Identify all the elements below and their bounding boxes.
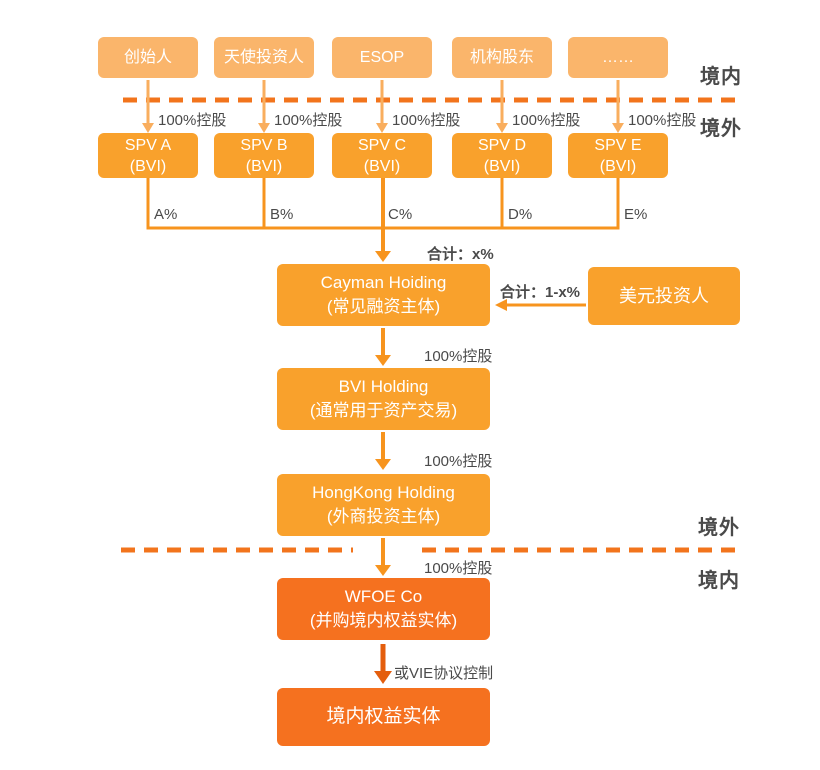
box-institutional-shareholder: 机构股东 [452,37,552,78]
control-label-5: 100%控股 [628,112,697,129]
box-spv-a: SPV A (BVI) [98,133,198,178]
control-label-4: 100%控股 [512,112,581,129]
box-hongkong-holding-name: HongKong Holding [312,483,455,502]
shareholder-arrows [142,80,624,133]
control-label-hongkong-wfoe: 100%控股 [424,560,493,577]
box-hongkong-holding: HongKong Holding (外商投资主体) [277,474,490,536]
arrowhead-icon [375,565,391,576]
box-spv-c-name: SPV C [357,136,406,154]
control-label-3: 100%控股 [392,112,461,129]
control-label-2: 100%控股 [274,112,343,129]
box-usd-investor-name: 美元投资人 [619,286,709,306]
arrowhead-icon [375,251,391,262]
arrowhead-icon [374,671,392,684]
box-spv-e-jurisdiction: (BVI) [599,157,637,175]
box-cayman-holding: Cayman Hoiding (常见融资主体) [277,264,490,326]
share-label-a: A% [154,206,178,223]
box-cayman-holding-name: Cayman Hoiding [320,273,447,292]
box-spv-e: SPV E (BVI) [568,133,668,178]
arrowhead-icon [376,123,388,133]
total-usd-label: 合计：1-x% [500,284,581,301]
share-label-e: E% [624,206,648,223]
control-label-cayman-bvi: 100%控股 [424,348,493,365]
box-spv-e-name: SPV E [594,136,642,154]
box-cayman-holding-desc: (常见融资主体) [326,297,441,316]
box-wfoe: WFOE Co (并购境内权益实体) [277,578,490,640]
box-spv-d-name: SPV D [477,136,526,154]
box-spv-c-jurisdiction: (BVI) [363,157,401,175]
box-spv-d: SPV D (BVI) [452,133,552,178]
box-institutional-shareholder-label: 机构股东 [469,49,534,66]
box-spv-b-jurisdiction: (BVI) [245,157,283,175]
share-label-b: B% [270,206,294,223]
box-wfoe-desc: (并购境内权益实体) [309,611,458,630]
share-label-d: D% [508,206,533,223]
arrowhead-icon [142,123,154,133]
box-spv-c: SPV C (BVI) [332,133,432,178]
control-label-bvi-hongkong: 100%控股 [424,453,493,470]
box-domestic-entity: 境内权益实体 [277,688,490,746]
spv-collector-lines [146,177,620,230]
box-spv-b-name: SPV B [240,136,288,154]
box-other-shareholders: …… [568,37,668,78]
box-bvi-holding-name: BVI Holding [338,377,429,396]
box-spv-a-jurisdiction: (BVI) [129,157,167,175]
box-bvi-holding: BVI Holding (通常用于资产交易) [277,368,490,430]
box-other-shareholders-label: …… [602,49,634,66]
box-angel-investor-label: 天使投资人 [223,49,304,66]
vie-control-label: 或VIE协议控制 [394,665,494,682]
box-hongkong-holding-desc: (外商投资主体) [326,507,441,526]
arrowhead-icon [375,459,391,470]
box-founder-label: 创始人 [123,49,172,66]
arrowhead-icon [495,299,507,311]
share-label-c: C% [388,206,413,223]
region-label-top-inside: 境内 [700,66,742,88]
box-spv-b: SPV B (BVI) [214,133,314,178]
arrowhead-icon [612,123,624,133]
box-spv-d-jurisdiction: (BVI) [483,157,521,175]
control-label-1: 100%控股 [158,112,227,129]
box-founder: 创始人 [98,37,198,78]
box-wfoe-name: WFOE Co [344,587,423,606]
arrowhead-icon [258,123,270,133]
box-esop-label: ESOP [359,49,405,66]
region-label-top-outside: 境外 [700,118,742,140]
region-label-mid-inside: 境内 [698,570,740,592]
arrowhead-icon [375,355,391,366]
box-usd-investor: 美元投资人 [588,267,740,325]
arrowhead-icon [496,123,508,133]
box-domestic-entity-name: 境内权益实体 [326,706,441,727]
box-angel-investor: 天使投资人 [214,37,314,78]
box-bvi-holding-desc: (通常用于资产交易) [309,401,458,420]
total-spv-label: 合计：x% [427,246,494,263]
box-esop: ESOP [332,37,432,78]
box-spv-a-name: SPV A [124,136,172,154]
region-label-mid-outside: 境外 [698,517,740,539]
